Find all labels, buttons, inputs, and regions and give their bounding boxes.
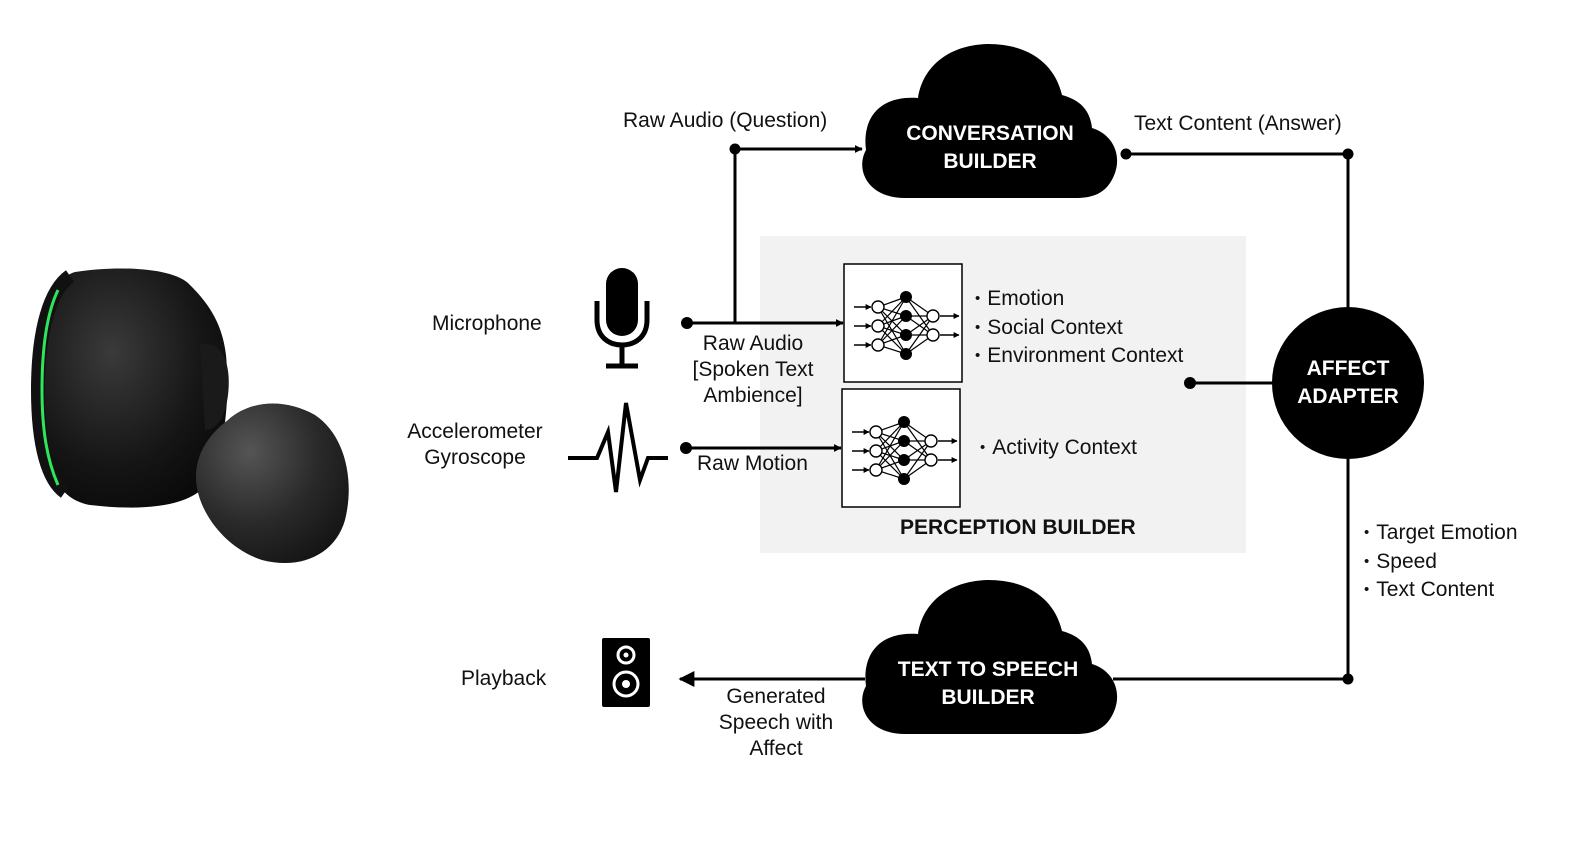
perception-builder-title: PERCEPTION BUILDER [900, 516, 1136, 539]
network-edge [875, 421, 905, 452]
network-node [871, 300, 885, 314]
network-node [898, 416, 910, 428]
tts-builder-cloud [862, 580, 1118, 734]
conversation-builder-cloud [862, 44, 1118, 198]
raw-audio-line3: Ambience] [703, 384, 803, 407]
output-item: Activity Context [980, 435, 1137, 464]
conversation-builder-label: CONVERSATION BUILDER [890, 120, 1090, 176]
network-node [924, 453, 938, 467]
network-edge [877, 315, 907, 346]
network-node [898, 454, 910, 466]
network-node [900, 291, 912, 303]
audio-model-network-icon [843, 263, 963, 383]
output-item: Speed [1364, 549, 1518, 578]
network-node [900, 348, 912, 360]
output-item: Text Content [1364, 577, 1518, 606]
sensor-label-line2: Gyroscope [424, 446, 526, 469]
output-item: Target Emotion [1364, 520, 1517, 549]
conversation-line2: BUILDER [943, 150, 1037, 173]
raw-audio-label: Raw Audio [Spoken Text Ambience] [672, 331, 834, 409]
network-edge [877, 296, 907, 327]
conversation-line1: CONVERSATION [906, 122, 1074, 145]
affect-adapter-circle [1272, 307, 1424, 459]
network-edge [875, 421, 905, 471]
raw-audio-line1: Raw Audio [702, 332, 804, 355]
motion-perception-outputs: Activity Context [980, 435, 1137, 464]
network-edge [903, 440, 932, 480]
network-edge [875, 440, 905, 471]
text-content-answer-label: Text Content (Answer) [1134, 112, 1342, 135]
connector-dots [680, 143, 1354, 685]
earbud-image [30, 268, 349, 564]
raw-motion-label: Raw Motion [697, 452, 808, 475]
network-node [900, 310, 912, 322]
network-edge [905, 315, 934, 355]
model-box [843, 263, 963, 383]
model-box [841, 388, 961, 508]
affect-line1: AFFECT [1306, 357, 1390, 380]
output-item: Emotion [975, 286, 1183, 315]
motion-waveform-icon [568, 402, 668, 493]
generated-line2: Speech with [718, 711, 834, 734]
affect-line2: ADAPTER [1297, 385, 1399, 408]
network-node [926, 328, 940, 342]
raw-audio-line2: [Spoken Text [692, 358, 814, 381]
playback-label: Playback [461, 667, 547, 690]
microphone-icon [594, 268, 650, 369]
generated-speech-label: Generated Speech with Affect [700, 684, 852, 762]
affect-adapter-label: AFFECT ADAPTER [1278, 355, 1418, 411]
generated-line1: Generated [726, 685, 826, 708]
network-node [871, 319, 885, 333]
motion-model-network-icon [841, 388, 961, 508]
tts-line2: BUILDER [941, 686, 1035, 709]
raw-audio-question-label: Raw Audio (Question) [623, 109, 828, 132]
network-node [869, 425, 883, 439]
output-item: Social Context [975, 315, 1183, 344]
generated-line3: Affect [749, 737, 803, 760]
network-node [871, 338, 885, 352]
speaker-icon [602, 638, 650, 707]
network-node [869, 444, 883, 458]
network-node [898, 473, 910, 485]
sensor-label: Accelerometer Gyroscope [395, 419, 555, 471]
tts-builder-label: TEXT TO SPEECH BUILDER [878, 656, 1098, 712]
network-node [900, 329, 912, 341]
network-node [869, 463, 883, 477]
microphone-label: Microphone [432, 312, 542, 335]
network-node [898, 435, 910, 447]
audio-perception-outputs: Emotion Social Context Environment Conte… [975, 286, 1183, 372]
tts-line1: TEXT TO SPEECH [897, 658, 1079, 681]
network-node [926, 309, 940, 323]
sensor-label-line1: Accelerometer [407, 420, 543, 443]
network-node [924, 434, 938, 448]
connectors [678, 145, 1350, 687]
network-edge [877, 296, 907, 346]
adapter-outputs: Target Emotion Speed Text Content [1364, 520, 1518, 606]
output-item: Environment Context [975, 343, 1183, 372]
